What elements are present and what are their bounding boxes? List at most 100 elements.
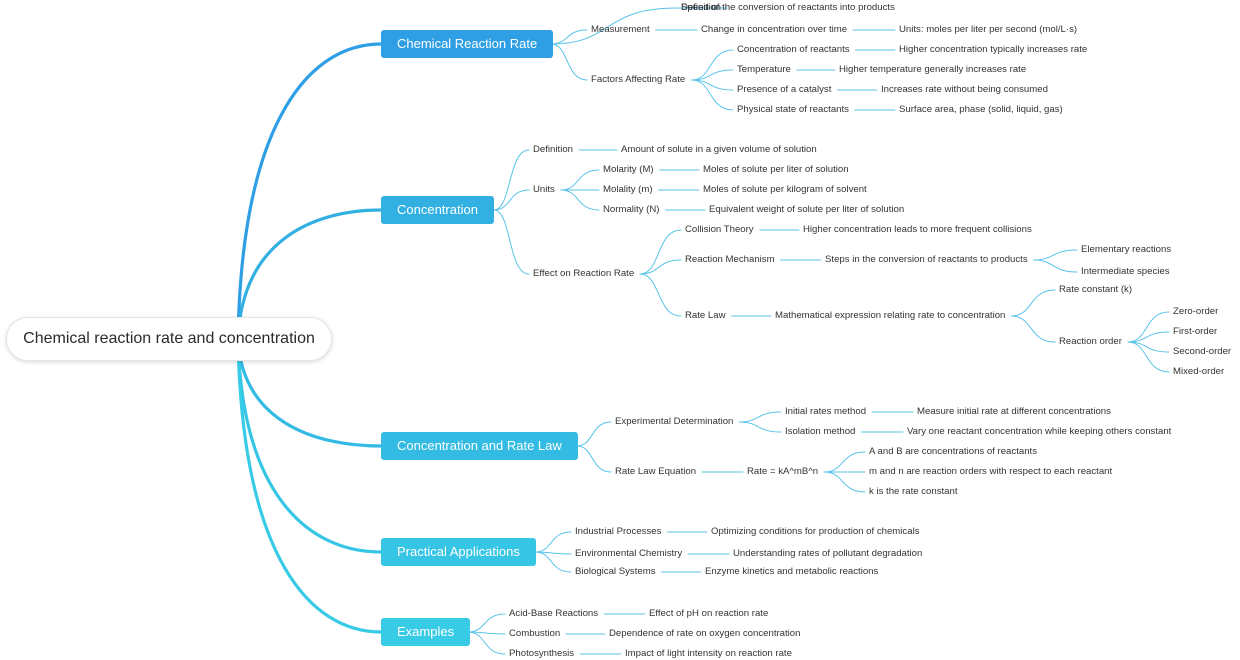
topic-node[interactable]: Speed of the conversion of reactants int… xyxy=(681,2,895,13)
topic-node[interactable]: Higher concentration typically increases… xyxy=(899,44,1088,55)
topic-connector xyxy=(1010,289,1056,317)
topic-node[interactable]: Second-order xyxy=(1173,346,1232,357)
topic-node[interactable]: Zero-order xyxy=(1173,306,1219,317)
topic-connector xyxy=(534,551,572,573)
central-topic[interactable]: Chemical reaction rate and concentration xyxy=(6,317,332,361)
topic-node[interactable]: Presence of a catalyst xyxy=(737,84,832,95)
topic-node[interactable]: Intermediate species xyxy=(1081,266,1170,277)
topic-node[interactable]: Effect on Reaction Rate xyxy=(533,268,635,279)
main-topic-4[interactable]: Practical Applications xyxy=(381,538,536,566)
topic-node[interactable]: Understanding rates of pollutant degrada… xyxy=(733,548,923,559)
topic-connector xyxy=(1010,315,1056,343)
topic-connector xyxy=(550,43,588,81)
topic-node[interactable]: Measure initial rate at different concen… xyxy=(917,406,1111,417)
topic-connector xyxy=(691,69,734,81)
topic-connector xyxy=(1033,249,1078,261)
topic-node[interactable]: Surface area, phase (solid, liquid, gas) xyxy=(899,104,1063,115)
topic-connector xyxy=(493,189,530,211)
topic-node[interactable]: Acid-Base Reactions xyxy=(509,608,599,619)
topic-connector xyxy=(691,79,734,111)
topic-connector xyxy=(823,451,866,473)
topic-connector xyxy=(1033,259,1078,273)
topic-node[interactable]: Rate = kA^mB^n xyxy=(747,466,819,477)
topic-node[interactable]: Higher concentration leads to more frequ… xyxy=(803,224,1032,235)
topic-node[interactable]: Environmental Chemistry xyxy=(575,548,683,559)
topic-node[interactable]: Optimizing conditions for production of … xyxy=(711,526,920,537)
topic-connector xyxy=(738,411,782,423)
topic-node[interactable]: Mathematical expression relating rate to… xyxy=(775,310,1006,321)
topic-node[interactable]: Molarity (M) xyxy=(603,164,654,175)
topic-node[interactable]: Combustion xyxy=(509,628,561,639)
topic-connector xyxy=(1127,341,1170,373)
topic-node[interactable]: Collision Theory xyxy=(685,224,754,235)
topic-node[interactable]: Initial rates method xyxy=(785,406,867,417)
topic-node[interactable]: Factors Affecting Rate xyxy=(591,74,686,85)
topic-node[interactable]: Rate constant (k) xyxy=(1059,284,1133,295)
topic-node[interactable]: Reaction Mechanism xyxy=(685,254,775,265)
topic-node[interactable]: k is the rate constant xyxy=(869,486,958,497)
topic-connector xyxy=(1127,311,1170,343)
topic-node[interactable]: Biological Systems xyxy=(575,566,656,577)
topic-connector xyxy=(550,7,678,45)
topic-node[interactable]: A and B are concentrations of reactants xyxy=(869,446,1037,457)
topic-node[interactable]: Definition xyxy=(533,144,573,155)
topic-node[interactable]: Moles of solute per kilogram of solvent xyxy=(703,184,867,195)
main-topic-3[interactable]: Concentration and Rate Law xyxy=(381,432,578,460)
topic-node[interactable]: Elementary reactions xyxy=(1081,244,1172,255)
topic-connector xyxy=(691,49,734,81)
topic-node[interactable]: Effect of pH on reaction rate xyxy=(649,608,769,619)
topic-connector xyxy=(738,421,782,433)
main-topic-5[interactable]: Examples xyxy=(381,618,471,646)
topic-node[interactable]: Units xyxy=(533,184,555,195)
topic-node[interactable]: Normality (N) xyxy=(603,204,660,215)
topic-connector xyxy=(1127,331,1170,343)
root-connector-3 xyxy=(236,337,383,448)
topic-node[interactable]: Temperature xyxy=(737,64,791,75)
topic-node[interactable]: Isolation method xyxy=(785,426,856,437)
topic-node[interactable]: Definition xyxy=(681,2,721,13)
topic-node[interactable]: Industrial Processes xyxy=(575,526,662,537)
main-topic-1[interactable]: Chemical Reaction Rate xyxy=(381,30,554,58)
topic-connector xyxy=(467,631,506,655)
topic-connector xyxy=(639,259,682,275)
topic-node[interactable]: Increases rate without being consumed xyxy=(881,84,1048,95)
topic-connector xyxy=(576,421,612,447)
root-connector-2 xyxy=(236,208,383,341)
topic-node[interactable]: Steps in the conversion of reactants to … xyxy=(825,254,1028,265)
topic-node[interactable]: First-order xyxy=(1173,326,1218,337)
topic-node[interactable]: Impact of light intensity on reaction ra… xyxy=(625,648,792,659)
root-connector-1 xyxy=(236,42,383,341)
topic-node[interactable]: Vary one reactant concentration while ke… xyxy=(907,426,1172,437)
topic-node[interactable]: Measurement xyxy=(591,24,650,35)
topic-node[interactable]: m and n are reaction orders with respect… xyxy=(869,466,1113,477)
topic-connector xyxy=(560,189,600,211)
topic-connector xyxy=(493,209,530,275)
topic-node[interactable]: Experimental Determination xyxy=(615,416,734,427)
topic-connector xyxy=(823,471,866,493)
topic-node[interactable]: Change in concentration over time xyxy=(701,24,848,35)
topic-node[interactable]: Rate Law Equation xyxy=(615,466,697,477)
topic-node[interactable]: Molality (m) xyxy=(603,184,653,195)
main-topic-2[interactable]: Concentration xyxy=(381,196,494,224)
topic-connector xyxy=(639,229,682,275)
topic-node[interactable]: Enzyme kinetics and metabolic reactions xyxy=(705,566,879,577)
root-connector-5 xyxy=(236,337,383,634)
topic-node[interactable]: Physical state of reactants xyxy=(737,104,849,115)
topic-node[interactable]: Moles of solute per liter of solution xyxy=(703,164,849,175)
topic-connector xyxy=(576,445,612,473)
topic-node[interactable]: Reaction order xyxy=(1059,336,1122,347)
topic-node[interactable]: Concentration of reactants xyxy=(737,44,850,55)
topic-node[interactable]: Rate Law xyxy=(685,310,726,321)
topic-node[interactable]: Equivalent weight of solute per liter of… xyxy=(709,204,905,215)
topic-node[interactable]: Units: moles per liter per second (mol/L… xyxy=(899,24,1078,35)
topic-node[interactable]: Higher temperature generally increases r… xyxy=(839,64,1027,75)
topic-connector xyxy=(639,273,682,317)
topic-connector xyxy=(550,29,588,45)
topic-node[interactable]: Mixed-order xyxy=(1173,366,1225,377)
topic-node[interactable]: Amount of solute in a given volume of so… xyxy=(621,144,817,155)
root-connector-4 xyxy=(236,337,383,554)
topic-node[interactable]: Dependence of rate on oxygen concentrati… xyxy=(609,628,801,639)
topic-node[interactable]: Photosynthesis xyxy=(509,648,575,659)
